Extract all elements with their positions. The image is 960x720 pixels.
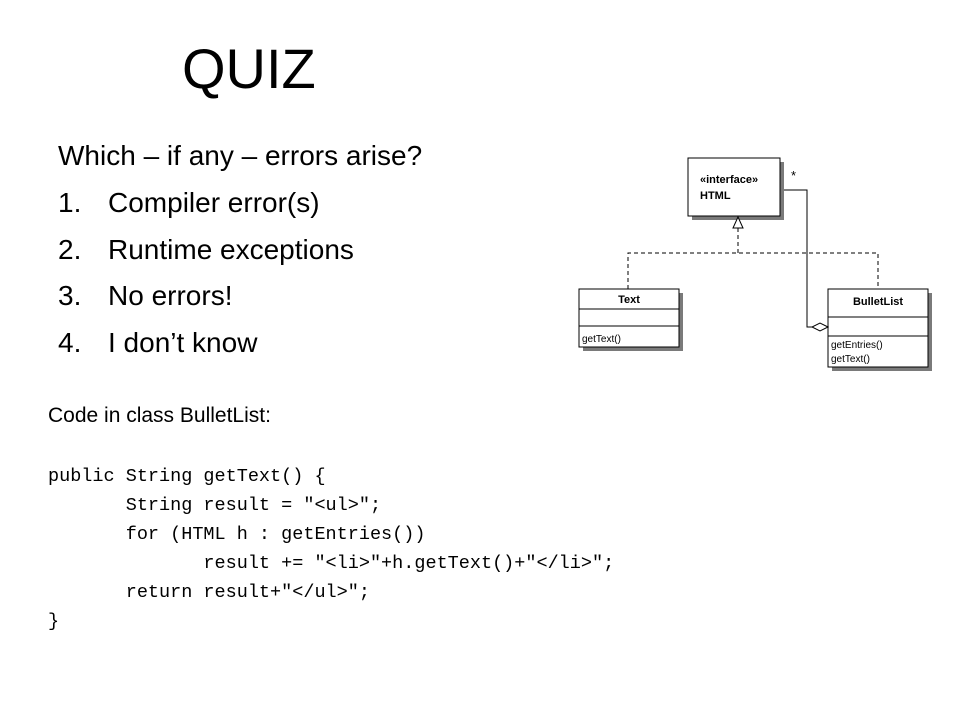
aggregation-association: [784, 189, 830, 332]
interface-name: HTML: [700, 190, 731, 202]
text-class-method: getText(): [582, 334, 621, 345]
code-intro: Code in class BulletList:: [48, 404, 271, 427]
option-label: Compiler error(s): [108, 187, 320, 218]
option-number: 4.: [58, 326, 82, 358]
code-line: }: [48, 611, 60, 632]
text-class-name: Text: [618, 294, 640, 306]
option-number: 2.: [58, 233, 82, 265]
option-number: 1.: [58, 187, 82, 218]
interface-stereotype: «interface»: [700, 174, 758, 186]
answer-option: 1. Compiler error(s): [58, 180, 354, 227]
bulletlist-method: getText(): [831, 354, 870, 365]
realization-arrows: [627, 215, 879, 289]
code-line: for (HTML h : getEntries()): [48, 524, 426, 545]
answer-options: 1. Compiler error(s) 2. Runtime exceptions…: [58, 180, 354, 366]
code-line: public String getText() {: [48, 466, 326, 487]
quiz-question: Which – if any – errors arise?: [58, 140, 423, 171]
answer-option: 4. I don’t know: [58, 320, 354, 367]
multiplicity-label: *: [791, 168, 796, 183]
answer-option: 3. No errors!: [58, 273, 354, 320]
bulletlist-class-name: BulletList: [853, 296, 903, 308]
uml-interface-box: «interface» HTML: [687, 157, 784, 220]
answer-option: 2. Runtime exceptions: [58, 227, 354, 274]
bulletlist-method: getEntries(): [831, 340, 883, 351]
uml-class-diagram: «interface» HTML * Text getText() Bullet…: [578, 157, 932, 371]
uml-class-text: Text getText(): [578, 288, 683, 351]
code-line: return result+"</ul>";: [48, 582, 370, 603]
option-label: I don’t know: [108, 326, 258, 358]
option-label: Runtime exceptions: [108, 233, 354, 265]
slide-title: QUIZ: [182, 37, 316, 100]
code-line: result += "<li>"+h.getText()+"</li>";: [48, 553, 615, 574]
option-label: No errors!: [108, 280, 233, 311]
code-line: String result = "<ul>";: [48, 495, 382, 516]
uml-class-bulletlist: BulletList getEntries() getText(): [827, 288, 932, 371]
option-number: 3.: [58, 280, 82, 311]
code-block: public String getText() { String result …: [48, 462, 614, 636]
